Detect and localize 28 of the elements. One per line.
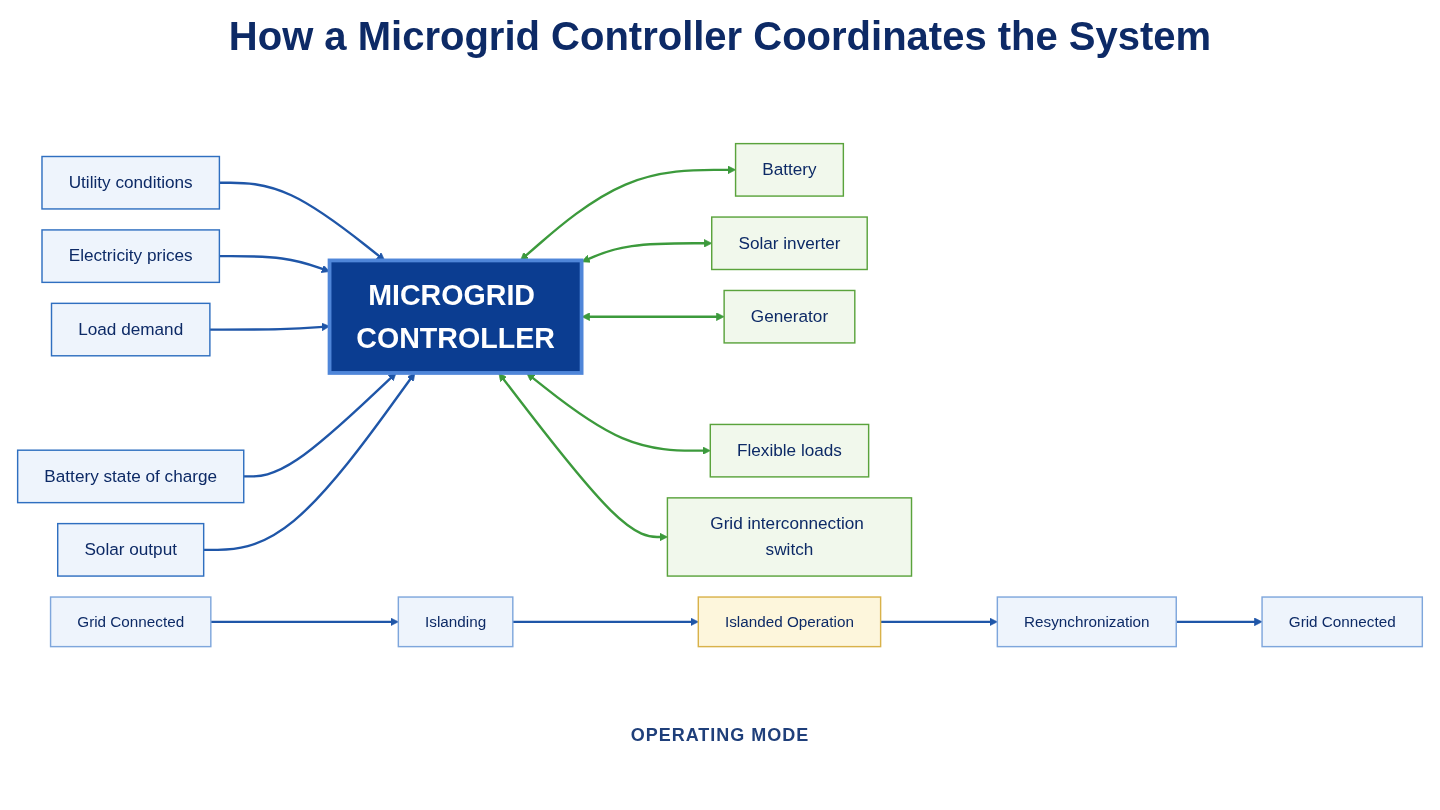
arrow xyxy=(1176,617,1263,626)
arrow xyxy=(219,181,386,261)
node-box: Grid interconnection switch xyxy=(666,497,913,577)
node-box: Electricity prices xyxy=(41,229,221,283)
node-box: Resynchronization xyxy=(996,596,1177,648)
arrow xyxy=(498,372,668,542)
section-heading: OPERATING MODE xyxy=(630,725,810,745)
node-box: Islanded Operation xyxy=(697,596,882,648)
arrow xyxy=(243,372,397,478)
node-box: Battery xyxy=(734,142,845,197)
node-box: Grid Connected xyxy=(49,596,212,648)
arrow xyxy=(526,372,711,455)
node-box: Battery state of charge xyxy=(16,449,245,504)
node-box: Load demand xyxy=(50,302,211,357)
node-box: Islanding xyxy=(397,596,514,648)
arrow xyxy=(210,617,399,626)
arrow xyxy=(880,617,998,626)
node-box: Solar inverter xyxy=(711,216,868,271)
node-box: Flexible loads xyxy=(709,423,870,478)
diagram-title: How a Microgrid Controller Coordinates the System xyxy=(227,14,1213,59)
arrow xyxy=(203,372,416,551)
node-box: Generator xyxy=(723,289,856,344)
arrow xyxy=(512,617,699,626)
node-box: MICROGRID CONTROLLER xyxy=(327,258,584,375)
arrow xyxy=(520,165,736,261)
node-box: Solar output xyxy=(57,522,205,577)
node-box: Grid Connected xyxy=(1261,596,1424,648)
node-box: Utility conditions xyxy=(41,155,221,210)
